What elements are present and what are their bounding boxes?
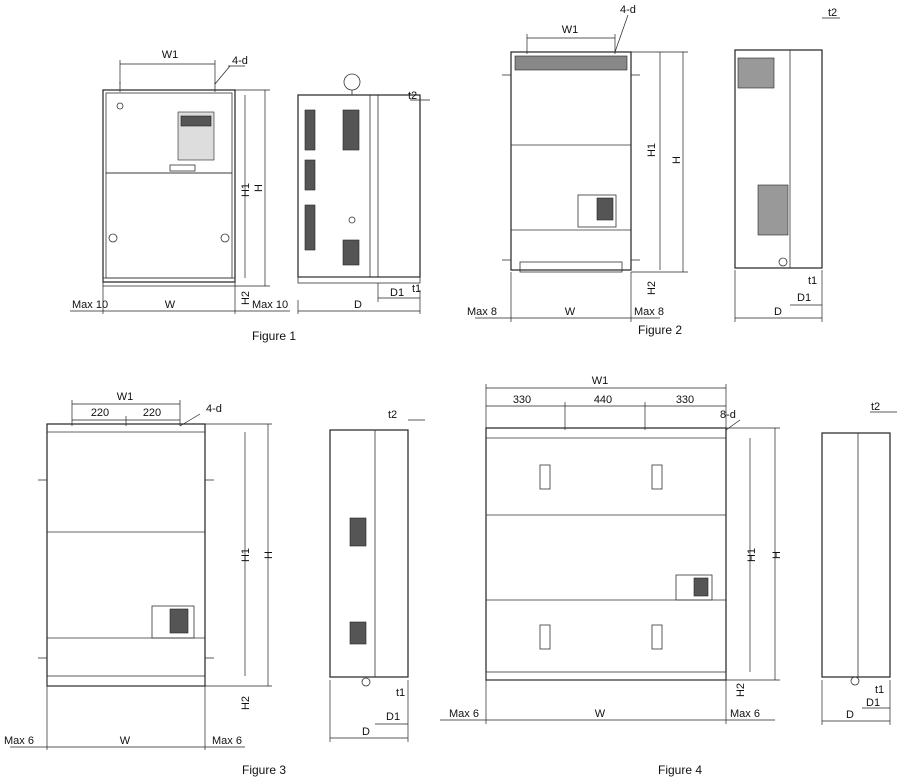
dim-d1: D1 bbox=[866, 697, 880, 709]
figure-1-front-view bbox=[102, 82, 236, 287]
dim-pitch: 330 bbox=[676, 394, 694, 406]
dim-d1: D1 bbox=[390, 287, 404, 299]
figure-3-front-view bbox=[38, 423, 214, 687]
figure-1: W1 4-d H1 H H2 Max 10 W Max 10 t2 t1 D1 … bbox=[70, 49, 430, 343]
figure-1-side-view bbox=[297, 73, 421, 284]
figure-3: W1 220 220 4-d H1 H H2 Max 6 W Max 6 t2 … bbox=[4, 391, 425, 777]
figure-2-front-view bbox=[502, 51, 640, 273]
dim-h2: H2 bbox=[735, 683, 747, 697]
dim-max-left: Max 6 bbox=[449, 708, 479, 720]
dim-h2: H2 bbox=[240, 696, 252, 710]
figure-caption: Figure 2 bbox=[638, 323, 682, 337]
figure-2-side-view bbox=[734, 49, 823, 269]
dim-t1: t1 bbox=[412, 283, 421, 295]
dim-t1: t1 bbox=[396, 687, 405, 699]
figure-4-front-view bbox=[485, 427, 727, 681]
figure-4-side-dimensions bbox=[821, 411, 897, 725]
dim-w1: W1 bbox=[562, 24, 579, 36]
dim-w1: W1 bbox=[117, 391, 134, 403]
dim-pitch: 220 bbox=[143, 407, 161, 419]
dim-h: H bbox=[671, 156, 683, 164]
dim-max-right: Max 8 bbox=[634, 306, 664, 318]
dim-max-left: Max 6 bbox=[4, 735, 34, 747]
dim-w: W bbox=[565, 306, 576, 318]
dim-holes: 8-d bbox=[720, 409, 736, 421]
figure-2: W1 4-d H1 H H2 Max 8 W Max 8 t2 t1 D1 D … bbox=[467, 4, 840, 337]
figure-caption: Figure 1 bbox=[252, 329, 296, 343]
dim-holes: 4-d bbox=[206, 403, 222, 415]
dim-w: W bbox=[595, 708, 606, 720]
dim-d1: D1 bbox=[797, 292, 811, 304]
figure-caption: Figure 3 bbox=[242, 763, 286, 777]
figure-1-dimensions bbox=[70, 60, 290, 314]
dim-w1: W1 bbox=[592, 375, 609, 387]
figure-4-dimensions bbox=[440, 384, 780, 724]
dim-t2: t2 bbox=[871, 401, 880, 413]
dim-d1: D1 bbox=[386, 711, 400, 723]
dim-h: H bbox=[771, 551, 783, 559]
figure-3-side-view bbox=[329, 429, 409, 687]
figure-3-dimensions bbox=[10, 400, 272, 750]
dim-max-right: Max 10 bbox=[252, 299, 288, 311]
dim-pitch: 440 bbox=[594, 394, 612, 406]
dim-h1: H1 bbox=[746, 548, 758, 562]
dim-max-left: Max 10 bbox=[72, 299, 108, 311]
dim-h1: H1 bbox=[646, 143, 658, 157]
dim-d: D bbox=[774, 306, 782, 318]
dim-t1: t1 bbox=[808, 275, 817, 287]
dim-max-right: Max 6 bbox=[212, 735, 242, 747]
dim-h1: H1 bbox=[240, 548, 252, 562]
dim-holes: 4-d bbox=[232, 55, 248, 67]
dim-t2: t2 bbox=[388, 409, 397, 421]
figure-2-side-dimensions bbox=[734, 17, 840, 322]
dim-d: D bbox=[846, 709, 854, 721]
dim-pitch: 330 bbox=[513, 394, 531, 406]
dim-t2: t2 bbox=[828, 7, 837, 19]
dim-h: H bbox=[253, 184, 265, 192]
dim-t2: t2 bbox=[408, 90, 417, 102]
dim-pitch: 220 bbox=[91, 407, 109, 419]
dim-h2: H2 bbox=[646, 281, 658, 295]
figure-caption: Figure 4 bbox=[658, 763, 702, 777]
figure-2-dimensions bbox=[475, 14, 688, 322]
figure-4: W1 330 440 330 8-d H1 H H2 Max 6 W Max 6… bbox=[440, 375, 897, 777]
dim-w: W bbox=[165, 299, 176, 311]
figure-1-side-dimensions bbox=[297, 99, 430, 314]
dim-h: H bbox=[263, 551, 275, 559]
figure-3-side-dimensions bbox=[329, 419, 425, 742]
dim-h2: H2 bbox=[240, 291, 252, 305]
dim-t1: t1 bbox=[875, 684, 884, 696]
dim-h1: H1 bbox=[240, 183, 252, 197]
dim-w: W bbox=[120, 735, 131, 747]
dim-max-left: Max 8 bbox=[467, 306, 497, 318]
dim-d: D bbox=[362, 726, 370, 738]
dim-d: D bbox=[354, 299, 362, 311]
dim-holes: 4-d bbox=[620, 4, 636, 16]
dim-w1: W1 bbox=[162, 49, 179, 61]
dim-max-right: Max 6 bbox=[730, 708, 760, 720]
figure-4-side-view bbox=[821, 432, 891, 686]
